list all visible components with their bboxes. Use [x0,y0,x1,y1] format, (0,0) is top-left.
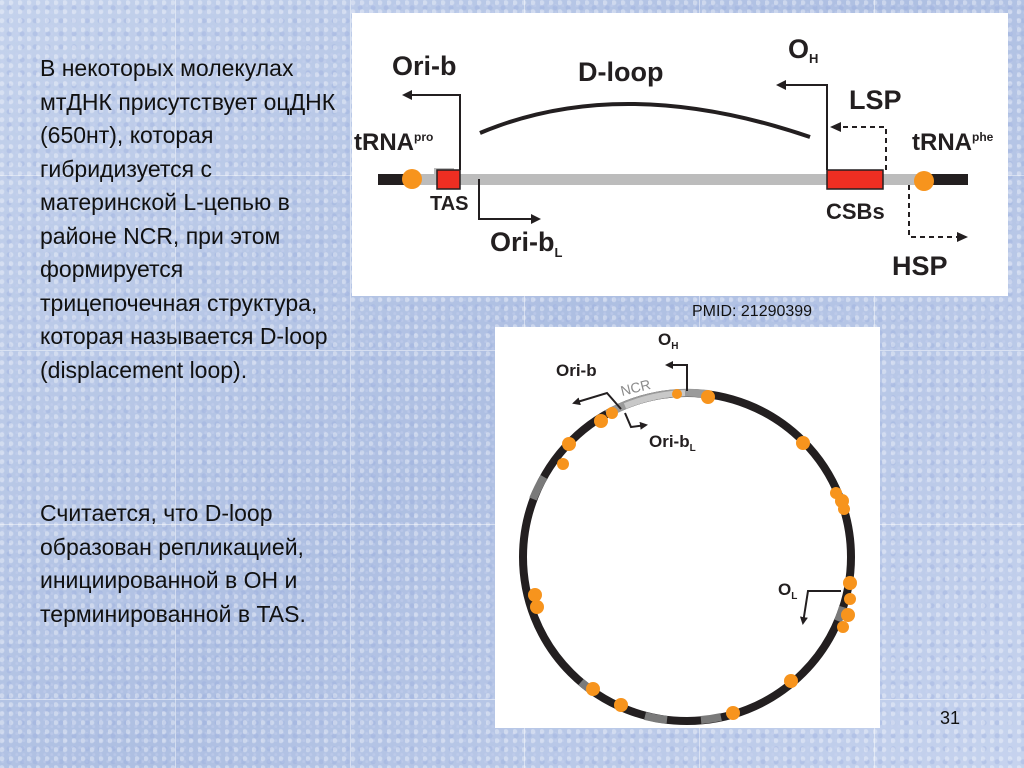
o-h-arrow [776,80,828,170]
csbs-box [826,169,884,190]
ori-bl-arrow [478,179,541,224]
gene-marker [606,407,618,419]
ring-gray-segment [834,605,847,623]
gene-marker [844,593,856,605]
o-l-arrow [799,590,841,625]
o-l-label: OL [778,580,797,602]
o-h-label: OH [658,330,678,352]
gene-marker [672,389,682,399]
background-tile-line [350,0,351,768]
gene-marker [838,503,850,515]
ori-b-arrow [402,90,461,170]
hsp-label: HSP [892,251,948,281]
gene-marker [557,458,569,470]
gene-markers [528,389,857,720]
tas-label: TAS [430,193,469,215]
gene-marker [841,608,855,622]
o-h-arrow [665,361,688,391]
background-tile-line [175,0,176,768]
ncr-label: NCR [619,376,652,399]
pmid-citation: PMID: 21290399 [692,303,813,320]
gene-marker [586,682,600,696]
ori-b-arrow [572,391,622,410]
lsp-arrow [830,122,887,170]
trna-phe-marker [914,171,934,191]
gene-marker [796,436,810,450]
ring-gray-segment [529,474,548,501]
ori-bl-arrow [624,412,648,430]
ring-gray-segment [700,713,722,724]
hsp-arrow [908,185,968,242]
d-loop-arc [479,101,811,139]
gene-marker [614,698,628,712]
page-number: 31 [940,708,961,728]
linear-diagram-svg: D-loop tRNApro tRNAphe TAS CSBs Ori-b Or… [354,34,994,281]
circular-mtdna-diagram: NCR Ori-b Ori- [495,327,880,728]
ncr-region [416,174,924,185]
linear-dloop-diagram: D-loop tRNApro tRNAphe TAS CSBs Ori-b Or… [352,13,1008,296]
ring-gray-segment [644,712,668,724]
gene-marker [594,414,608,428]
gene-marker [562,437,576,451]
body-paragraph-1: В некоторых молекулах мтДНК присутствует… [40,55,336,383]
trna-phe-label: tRNAphe [912,129,994,156]
trna-pro-marker [402,169,422,189]
ori-bl-label: Ori-bL [649,432,696,454]
gene-marker [726,706,740,720]
circular-diagram-svg: NCR Ori-b Ori- [519,330,857,725]
gene-marker [528,588,542,602]
gene-marker [701,390,715,404]
body-paragraph-2: Считается, что D-loop образован репликац… [40,500,306,627]
gene-marker [837,621,849,633]
trna-pro-label: tRNApro [354,129,433,156]
gene-marker [530,600,544,614]
o-h-label: OH [788,34,818,66]
ori-b-label: Ori-b [392,51,457,81]
csbs-label: CSBs [826,199,885,224]
d-loop-label: D-loop [578,57,663,87]
ori-bl-label: Ori-bL [490,227,563,260]
gene-marker [784,674,798,688]
ori-b-label: Ori-b [556,361,597,380]
tas-box [436,169,461,190]
lsp-label: LSP [849,85,902,115]
gene-marker [843,576,857,590]
